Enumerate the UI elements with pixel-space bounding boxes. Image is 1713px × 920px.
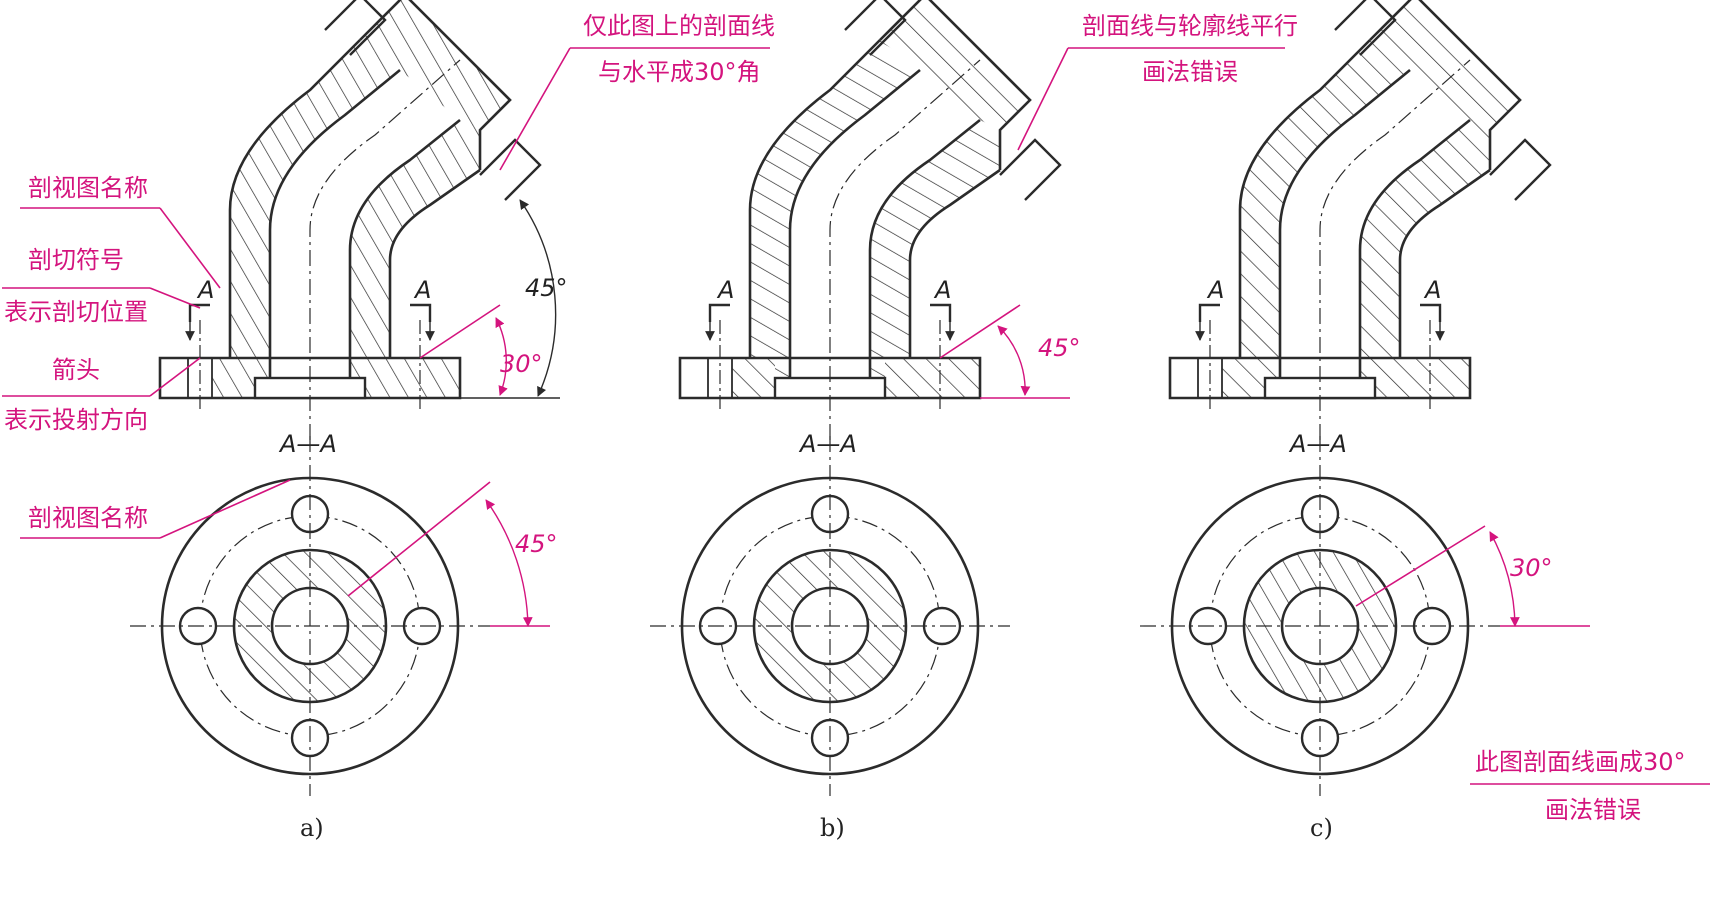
panel-c-hatch-upper-flange — [1370, 0, 1520, 130]
panel-b-hatch-left-wall — [750, 40, 920, 378]
panel-a: A A A—A 45° 30° 45° a) — [128, 0, 568, 842]
panel-b-hatch-base-left — [732, 358, 775, 398]
note-symbol-1: 剖切符号 — [28, 246, 124, 274]
panel-a-plan-45-arc — [485, 499, 533, 627]
panel-a-plan-45-leader — [347, 481, 491, 597]
panel-a-angle-30-arc — [495, 317, 508, 396]
panel-b-angle-arc — [997, 325, 1031, 396]
panel-a-hatch-base-right — [365, 358, 460, 398]
panel-c-caption: c) — [1310, 814, 1333, 842]
note-view-name-bottom-leader — [159, 479, 291, 539]
panel-b-annotations: 剖面线与轮廓线平行 画法错误 — [1017, 12, 1298, 151]
panel-b-plan-view — [648, 434, 1012, 798]
note-view-name-bottom: 剖视图名称 — [28, 504, 148, 532]
panel-b-angle: 45° — [1038, 334, 1081, 362]
panel-b-section-label-left: A — [716, 276, 734, 304]
panel-a-plan-angle: 45° — [515, 530, 558, 558]
panel-c-plan-30-arc — [1489, 531, 1520, 627]
panel-b-hatch-base-right — [885, 358, 980, 398]
panel-b-caption: b) — [820, 814, 845, 842]
note-arrow-2: 表示投射方向 — [4, 406, 148, 434]
panel-c-hatch-left-wall — [1240, 40, 1410, 378]
panel-b-45-leader — [939, 304, 1021, 359]
note-hatch-line-2: 与水平成30°角 — [598, 58, 761, 86]
panel-a-plan-view: 45° — [128, 434, 558, 798]
panel-c-note-1: 此图剖面线画成30° — [1475, 748, 1686, 776]
note-arrow-leader — [149, 357, 201, 397]
panel-c-view-name: A—A — [1288, 430, 1347, 458]
panel-a-section-label-right: A — [413, 276, 431, 304]
panel-c-hatch-base-left — [1222, 358, 1265, 398]
note-view-name-leader — [159, 207, 221, 289]
panel-b-view-name: A—A — [798, 430, 857, 458]
panel-c-front-section — [1170, 0, 1550, 440]
panel-b-front-section — [680, 0, 1060, 440]
note-symbol-leader — [149, 287, 201, 309]
note-hatch-line-1: 仅此图上的剖面线 — [583, 12, 775, 40]
panel-c-hatch-base-right — [1375, 358, 1470, 398]
panel-b-section-label-right: A — [933, 276, 951, 304]
panel-c-plan-angle: 30° — [1510, 554, 1553, 582]
panel-a-hatch-upper-flange — [360, 0, 510, 130]
panel-b-note-1: 剖面线与轮廓线平行 — [1082, 12, 1298, 40]
panel-b-note-2: 画法错误 — [1142, 58, 1238, 86]
panel-c-section-label-right: A — [1423, 276, 1441, 304]
panel-a-angle-30: 30° — [500, 350, 543, 378]
note-arrow-1: 箭头 — [52, 356, 100, 384]
panel-a-angle-45: 45° — [525, 274, 568, 302]
panel-a-section-label-left: A — [196, 276, 214, 304]
panel-a-front-section — [160, 0, 540, 440]
panel-a-hatch-right-wall — [350, 120, 480, 378]
panel-c-plan-view: 30° — [1138, 434, 1590, 798]
note-view-name: 剖视图名称 — [28, 174, 148, 202]
note-symbol-2: 表示剖切位置 — [4, 298, 148, 326]
panel-a-caption: a) — [300, 814, 324, 842]
panel-c: A A A—A 30° c) — [1138, 0, 1590, 842]
panel-b-note-leader — [1017, 47, 1069, 151]
panel-a-hatch-left-wall — [230, 40, 400, 378]
panel-c-note-2: 画法错误 — [1545, 796, 1641, 824]
panel-b-hatch-upper-flange — [880, 0, 1030, 130]
panel-c-section-label-left: A — [1206, 276, 1224, 304]
panel-a-angle-45-arc — [519, 199, 557, 397]
panel-a-hatch-base-left — [212, 358, 255, 398]
panel-b-hatch-right-wall — [870, 120, 1000, 378]
panel-c-annotations: 此图剖面线画成30° 画法错误 — [1470, 748, 1710, 824]
panel-c-hatch-right-wall — [1360, 120, 1490, 378]
panel-a-30-leader — [419, 304, 501, 359]
panel-a-annotations: 仅此图上的剖面线 与水平成30°角 剖视图名称 剖切符号 表示剖切位置 箭头 表… — [2, 12, 775, 539]
panel-c-plan-30-leader — [1355, 525, 1486, 607]
panel-a-view-name: A—A — [278, 430, 337, 458]
note-hatch-leader — [499, 47, 571, 171]
panel-b: A A A—A 45° b) — [648, 0, 1081, 842]
